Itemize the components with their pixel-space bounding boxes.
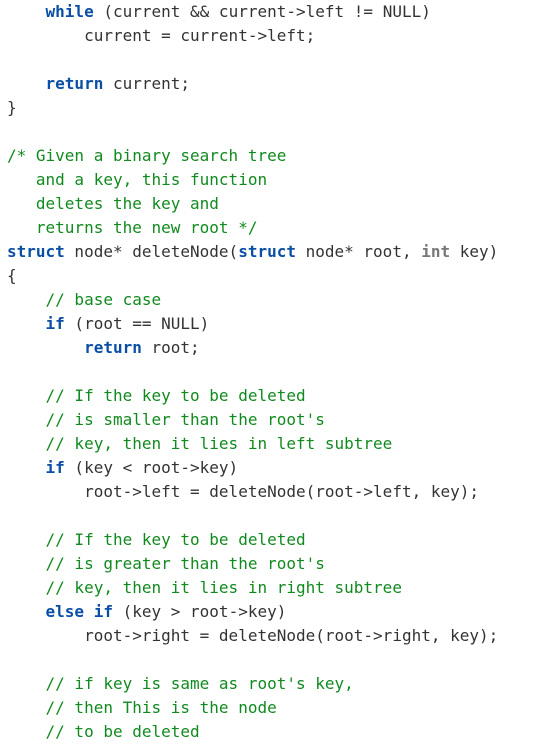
code-text: current; (103, 74, 191, 93)
code-line: // then This is the node (7, 696, 545, 720)
code-text (7, 410, 46, 429)
code-line: root->right = deleteNode(root->right, ke… (7, 624, 545, 648)
code-keyword: struct (238, 242, 296, 261)
code-line: else if (key > root->key) (7, 600, 545, 624)
code-text (7, 674, 46, 693)
code-line: // is smaller than the root's (7, 408, 545, 432)
code-line: current = current->left; (7, 24, 545, 48)
code-text: } (7, 98, 17, 117)
code-line (7, 648, 545, 672)
code-text: { (7, 266, 17, 285)
code-line (7, 48, 545, 72)
code-text (7, 74, 46, 93)
code-type: int (421, 242, 451, 261)
code-keyword: else if (45, 602, 113, 621)
code-line: /* Given a binary search tree (7, 144, 545, 168)
code-line: // key, then it lies in right subtree (7, 576, 545, 600)
code-text (7, 314, 46, 333)
code-keyword: return (45, 74, 104, 93)
code-line: // if key is same as root's key, (7, 672, 545, 696)
code-text: root; (141, 338, 200, 357)
code-line (7, 120, 545, 144)
code-line: } (7, 96, 545, 120)
code-text (7, 530, 46, 549)
code-text: node* root, (295, 242, 422, 261)
code-text (7, 290, 46, 309)
code-text: (current && current->left != NULL) (93, 2, 431, 21)
code-comment: // If the key to be deleted (45, 386, 306, 405)
code-comment: // is greater than the root's (45, 554, 325, 573)
code-text: (key < root->key) (64, 458, 239, 477)
code-line: return root; (7, 336, 545, 360)
code-line: // If the key to be deleted (7, 384, 545, 408)
code-line: { (7, 264, 545, 288)
code-text (7, 698, 46, 717)
code-line: root->left = deleteNode(root->left, key)… (7, 480, 545, 504)
code-line: struct node* deleteNode(struct node* roo… (7, 240, 545, 264)
code-comment: deletes the key and (7, 194, 219, 213)
code-text (7, 722, 46, 741)
code-keyword: while (45, 2, 94, 21)
code-text: root->left = deleteNode(root->left, key)… (7, 482, 480, 501)
code-line: // is greater than the root's (7, 552, 545, 576)
code-comment: and a key, this function (7, 170, 268, 189)
code-comment: /* Given a binary search tree (7, 146, 287, 165)
code-keyword: if (45, 458, 65, 477)
code-line: returns the new root */ (7, 216, 545, 240)
code-comment: // to be deleted (45, 722, 200, 741)
code-comment: // base case (45, 290, 162, 309)
code-comment: // is smaller than the root's (45, 410, 325, 429)
code-text (7, 602, 46, 621)
code-text: node* deleteNode( (64, 242, 239, 261)
code-comment: // If the key to be deleted (45, 530, 306, 549)
code-text: root->right = deleteNode(root->right, ke… (7, 626, 499, 645)
code-line: // If the key to be deleted (7, 528, 545, 552)
code-text (7, 338, 84, 357)
code-text (7, 458, 46, 477)
code-line: if (root == NULL) (7, 312, 545, 336)
code-line: // key, then it lies in left subtree (7, 432, 545, 456)
code-text (7, 554, 46, 573)
code-comment: // key, then it lies in right subtree (45, 578, 402, 597)
code-comment: // key, then it lies in left subtree (45, 434, 393, 453)
code-line: deletes the key and (7, 192, 545, 216)
code-comment: // then This is the node (45, 698, 277, 717)
code-line: if (key < root->key) (7, 456, 545, 480)
code-line (7, 360, 545, 384)
code-text: current = current->left; (7, 26, 316, 45)
code-text: key) (450, 242, 499, 261)
code-line: return current; (7, 72, 545, 96)
code-keyword: if (45, 314, 65, 333)
code-line: // to be deleted (7, 720, 545, 744)
code-line (7, 504, 545, 528)
code-keyword: struct (7, 242, 65, 261)
code-line: // base case (7, 288, 545, 312)
code-comment: // if key is same as root's key, (45, 674, 354, 693)
code-keyword: return (84, 338, 142, 357)
code-line: while (current && current->left != NULL) (7, 0, 545, 24)
code-text: (key > root->key) (112, 602, 287, 621)
code-text (7, 2, 46, 21)
code-text (7, 434, 46, 453)
code-line: and a key, this function (7, 168, 545, 192)
code-text (7, 386, 46, 405)
code-text (7, 578, 46, 597)
code-text: (root == NULL) (64, 314, 210, 333)
code-comment: returns the new root */ (7, 218, 258, 237)
